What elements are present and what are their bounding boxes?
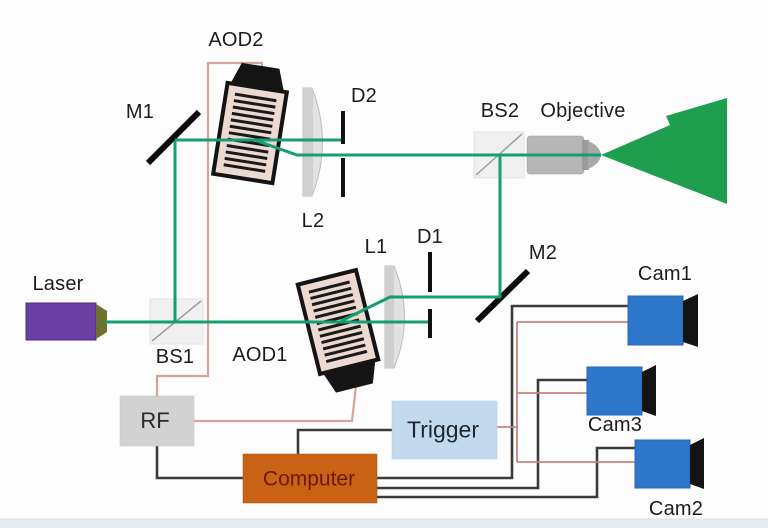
laser-label: Laser [32,273,84,295]
mirror-m1 [145,109,202,166]
trigger-wires [497,321,635,463]
computer-box [242,453,378,504]
mirror-m2 [474,268,531,324]
cam2-body [634,439,691,489]
cameras [586,294,704,489]
camera-cam2 [634,438,704,489]
cam2-label: Cam2 [648,498,704,520]
beam-aod1-diffracted [340,295,500,323]
d1-bottom-blade [428,309,432,338]
wire-computer-to-trigger [296,428,392,454]
d1-label: D1 [417,226,443,248]
m2-label: M2 [528,242,558,264]
lens-l2 [302,87,323,197]
aod1-transducer [322,360,376,393]
trigger-box [391,400,498,460]
lens-l1 [384,265,405,369]
black-signal-wires [155,304,635,499]
bottom-strip [0,519,768,528]
wire-computer-to-cam3 [377,378,587,490]
l1-flat-face [385,266,394,368]
camera-cam1 [627,294,698,347]
beam-aod2-diffracted [255,139,601,157]
rf-box [119,395,195,447]
wire-rf-to-computer [155,446,243,480]
rf-drive-wires [155,61,358,423]
l2-label: L2 [301,210,325,232]
aod1-label: AOD1 [232,344,288,366]
aod2-device [210,62,290,186]
bs2-label: BS2 [480,100,520,122]
wire-rf-to-aod1 [194,385,358,423]
d2-top-blade [341,111,345,144]
aod2-grating-lines [223,92,277,173]
d2-bottom-blade [341,158,345,197]
aod1-device [295,267,381,393]
d2-label: D2 [351,85,377,107]
aperture-d2 [341,111,345,197]
laser-tip [96,304,107,339]
focus-cone [601,98,727,204]
cam3-body [586,366,643,416]
cam1-lens [683,294,698,347]
laser-beams [105,138,601,324]
aperture-d1 [428,252,432,338]
l2-flat-face [303,88,313,196]
camera-cam3 [586,365,656,416]
rf-label: RF [140,408,170,433]
trigger-label: Trigger [407,416,479,443]
l1-label: L1 [364,236,388,258]
cam1-body [627,295,684,346]
cam2-lens [690,438,704,489]
cam3-lens [642,365,656,416]
laser-source [25,302,107,341]
objective-label: Objective [540,100,626,122]
cam3-label: Cam3 [587,414,643,436]
wire-rf-to-aod2 [155,61,264,396]
wire-computer-to-cam2 [377,446,635,499]
computer-label: Computer [262,467,356,491]
m1-label: M1 [125,101,155,123]
d1-top-blade [428,252,432,292]
bs1-label: BS1 [155,346,195,368]
aod2-label: AOD2 [208,29,264,51]
laser-body [25,302,97,341]
wire-computer-to-cam1 [377,304,628,480]
cam1-label: Cam1 [637,263,693,285]
